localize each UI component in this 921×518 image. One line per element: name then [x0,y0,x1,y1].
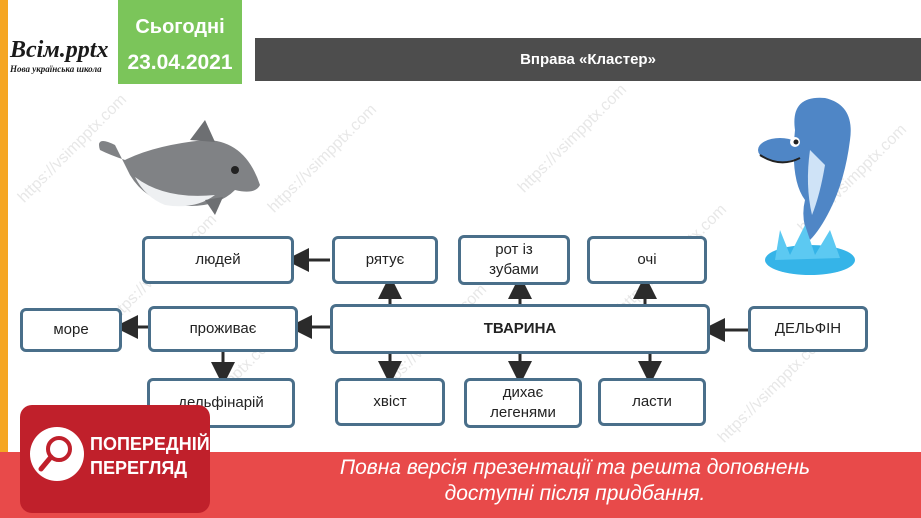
magnifier-icon [30,427,84,481]
purchase-banner-text: Повна версія презентації та решта доповн… [230,455,920,507]
logo-main: Всім.pptx [10,37,109,63]
node-mouth: рот із зубами [458,235,570,285]
date-box: Сьогодні 23.04.2021 [118,0,242,84]
banner-line-2: доступні після придбання. [444,482,706,505]
node-saves: рятує [332,236,438,284]
logo-subtitle: Нова українська школа [10,64,102,74]
node-eyes: очі [587,236,707,284]
node-sea: море [20,308,122,352]
slide-title: Вправа «Кластер» [255,38,921,81]
node-center: ТВАРИНА [330,304,710,354]
gray-dolphin-icon [99,120,260,215]
node-tail: хвіст [335,378,445,426]
preview-line-1: ПОПЕРЕДНІЙ [90,434,210,454]
preview-badge-text: ПОПЕРЕДНІЙ ПЕРЕГЛЯД [90,432,210,480]
node-people: людей [142,236,294,284]
node-lives: проживає [148,306,298,352]
node-breathes: дихає легенями [464,378,582,428]
node-dolphin: ДЕЛЬФІН [748,306,868,352]
node-flippers: ласти [598,378,706,426]
banner-line-1: Повна версія презентації та решта доповн… [339,456,811,479]
preview-line-2: ПЕРЕГЛЯД [90,458,188,478]
logo: Всім.pptx Нова українська школа [10,38,120,83]
blue-dolphin-icon [758,97,855,275]
date-label: Сьогодні [135,16,225,38]
date-value: 23.04.2021 [127,51,233,74]
